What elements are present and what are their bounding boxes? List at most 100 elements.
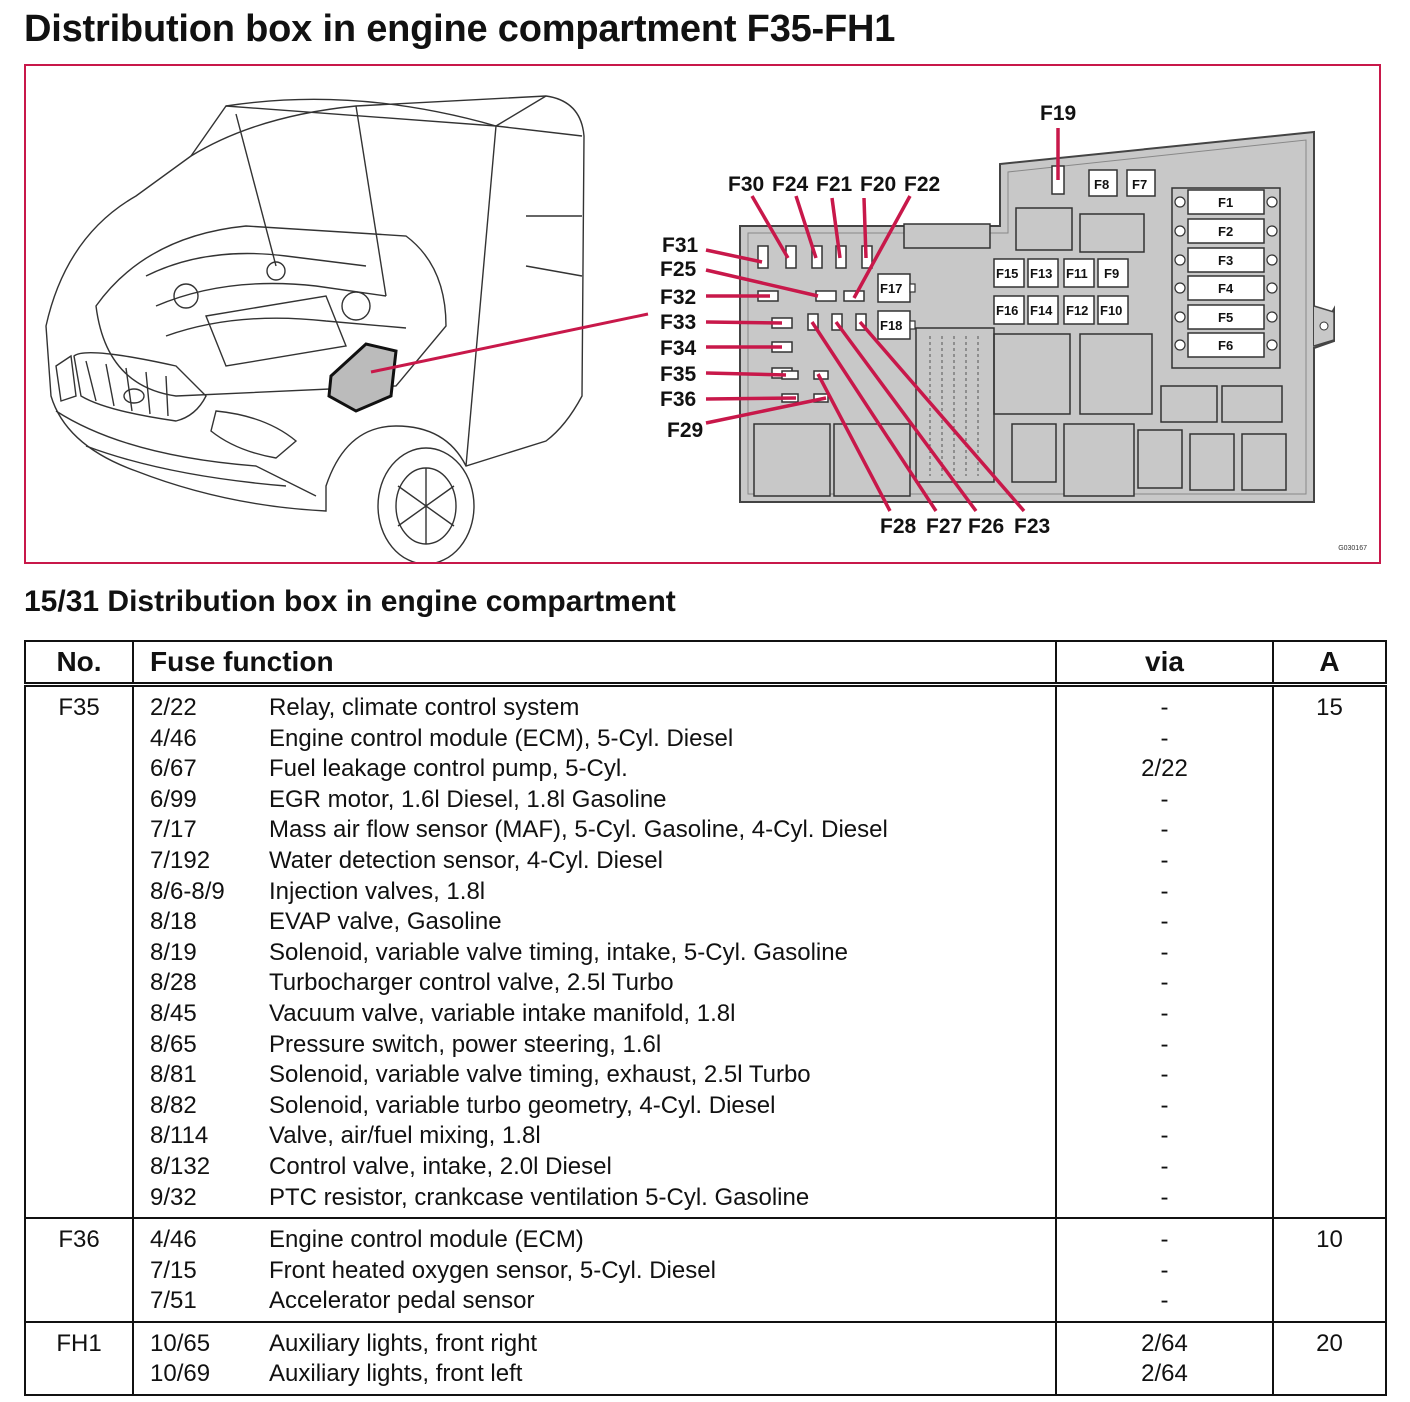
via-value: -	[1160, 846, 1169, 874]
via-value: -	[1160, 724, 1169, 752]
via-value: -	[1160, 1122, 1169, 1150]
table-row: F36 4/46 Engine control module (ECM) 7/15…	[24, 1218, 1387, 1323]
function-code: 8/114	[150, 1122, 209, 1150]
label-f17: F17	[880, 281, 902, 296]
via-value: -	[1160, 938, 1169, 966]
label-f8: F8	[1094, 177, 1109, 192]
function-code: 8/19	[150, 938, 197, 966]
function-code: 10/65	[150, 1329, 211, 1357]
label-f18: F18	[880, 318, 902, 333]
function-code: 8/81	[150, 1061, 197, 1089]
function-text: Auxiliary lights, front right	[269, 1329, 538, 1357]
function-text: Solenoid, variable valve timing, exhaust…	[269, 1061, 811, 1089]
function-code: 8/28	[150, 969, 197, 997]
function-code: 6/67	[150, 755, 197, 783]
label-f19: F19	[1040, 102, 1076, 125]
via-value: -	[1160, 1183, 1169, 1211]
via-value: -	[1160, 999, 1169, 1027]
function-code: 4/46	[150, 1226, 197, 1254]
via-value: -	[1160, 1226, 1169, 1254]
fuse-pins	[909, 196, 1278, 351]
fuse-number: F36	[58, 1226, 100, 1254]
function-code: 8/132	[150, 1152, 211, 1180]
via-value: -	[1160, 816, 1169, 844]
fuse-number: F35	[58, 694, 100, 721]
label-f26: F26	[968, 515, 1004, 538]
box-location-marker	[327, 342, 398, 413]
via-value: -	[1160, 1152, 1169, 1180]
amperage-value: 15	[1316, 694, 1343, 721]
label-f24: F24	[772, 173, 809, 196]
amperage-value: 20	[1316, 1329, 1343, 1357]
via-value: -	[1160, 785, 1169, 813]
via-value: -	[1160, 969, 1169, 997]
via-value: -	[1160, 1256, 1169, 1284]
label-f31: F31	[662, 234, 699, 257]
via-value: -	[1160, 1030, 1169, 1058]
fuse-group-f36: F36 4/46 Engine control module (ECM) 7/15…	[24, 1218, 1387, 1323]
function-line: 8/132 Control valve, intake, 2.0l Diesel	[134, 1152, 1055, 1183]
label-f32: F32	[660, 286, 696, 309]
label-f14: F14	[1030, 303, 1053, 318]
via-value: -	[1160, 1091, 1169, 1119]
function-text: Vacuum valve, variable intake manifold, …	[269, 999, 736, 1027]
car-illustration	[45, 95, 585, 562]
label-f35: F35	[660, 363, 697, 386]
function-line: 7/51 Accelerator pedal sensor	[134, 1286, 1055, 1317]
function-code: 7/17	[150, 816, 197, 844]
function-code: 8/18	[150, 908, 197, 936]
via-value: -	[1160, 694, 1169, 721]
label-f27: F27	[926, 515, 962, 538]
function-code: 9/32	[150, 1183, 197, 1211]
label-f25: F25	[660, 258, 697, 281]
function-text: Accelerator pedal sensor	[269, 1287, 535, 1315]
function-code: 7/15	[150, 1256, 197, 1284]
fuse-leader-lines	[705, 128, 1060, 513]
function-code: 8/45	[150, 999, 197, 1027]
table-row: FH1 10/65 Auxiliary lights, front right 1…	[24, 1321, 1387, 1397]
label-f22: F22	[904, 173, 940, 196]
function-text: Control valve, intake, 2.0l Diesel	[269, 1152, 612, 1180]
function-text: Solenoid, variable valve timing, intake,…	[269, 938, 848, 966]
label-f9: F9	[1104, 266, 1119, 281]
via-value: -	[1160, 1061, 1169, 1089]
function-text: Front heated oxygen sensor, 5-Cyl. Diese…	[269, 1256, 716, 1284]
function-text: Auxiliary lights, front left	[269, 1360, 523, 1388]
table-title: 15/31 Distribution box in engine compart…	[24, 585, 676, 618]
label-f2: F2	[1218, 224, 1233, 239]
function-text: EVAP valve, Gasoline	[269, 908, 502, 936]
label-f16: F16	[996, 303, 1018, 318]
function-text: Turbocharger control valve, 2.5l Turbo	[269, 969, 674, 997]
function-line: 8/19 Solenoid, variable valve timing, int…	[134, 938, 1055, 969]
figure-code: G030167	[1338, 545, 1367, 552]
label-f29: F29	[667, 419, 703, 442]
function-text: Injection valves, 1.8l	[269, 877, 486, 905]
function-code: 7/51	[150, 1287, 197, 1315]
table-header-row: No. Fuse function via A	[24, 640, 1387, 687]
fuse-number: FH1	[56, 1329, 102, 1357]
label-f11: F11	[1066, 266, 1088, 281]
label-f23: F23	[1014, 515, 1050, 538]
label-f7: F7	[1132, 177, 1147, 192]
header-function: Fuse function	[132, 640, 1057, 687]
amperage-value: 10	[1316, 1226, 1343, 1254]
function-text: Engine control module (ECM)	[269, 1226, 584, 1254]
label-f28: F28	[880, 515, 917, 538]
label-f15: F15	[996, 266, 1018, 281]
label-f3: F3	[1218, 253, 1233, 268]
function-code: 8/65	[150, 1030, 197, 1058]
label-f6: F6	[1218, 338, 1233, 353]
label-f10: F10	[1100, 303, 1122, 318]
function-text: Relay, climate control system	[269, 694, 580, 721]
function-text: Solenoid, variable turbo geometry, 4-Cyl…	[269, 1091, 776, 1119]
fuse-box-figure: F19 F30 F24 F21 F20 F22 F31 F25 F32 F33 …	[24, 64, 1381, 564]
